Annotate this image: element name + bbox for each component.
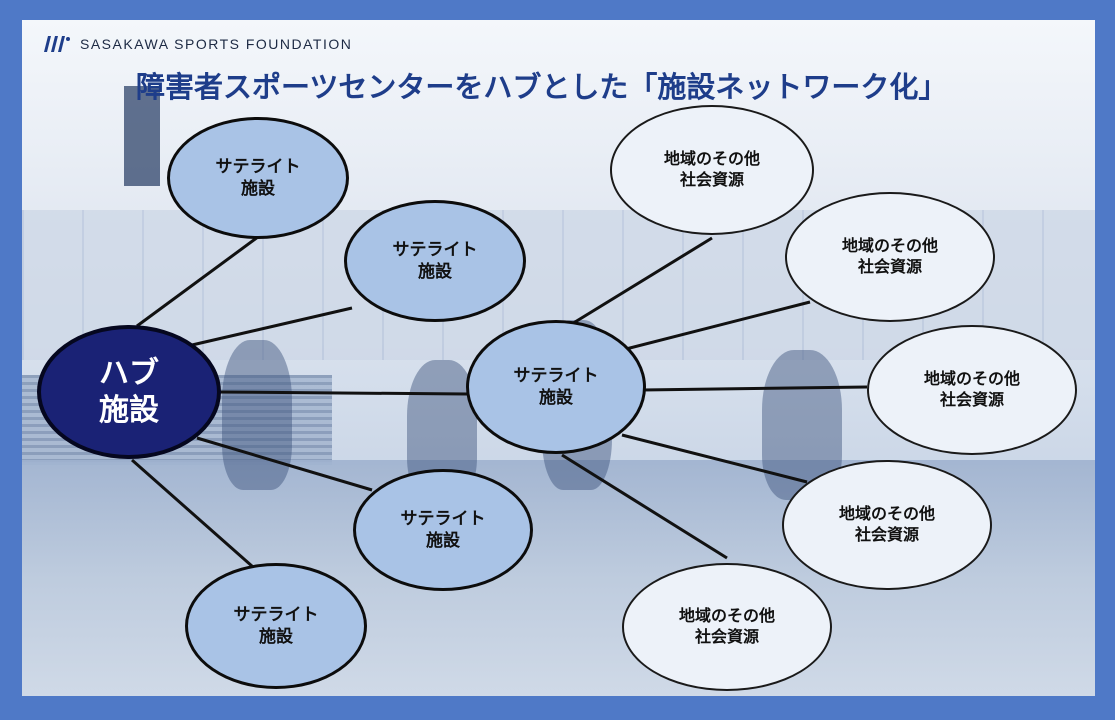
hub-label-line2: 施設 (99, 392, 159, 430)
connector-sat3-res2 (622, 302, 810, 350)
hub-label-line1: ハブ (99, 355, 159, 393)
regional-resource-node: 地域のその他 社会資源 (867, 325, 1077, 455)
regional-resource-node: 地域のその他 社会資源 (622, 563, 832, 691)
resource-label-line1: 地域のその他 (664, 149, 760, 170)
slide: SASAKAWA SPORTS FOUNDATION 障害者スポーツセンターをハ… (22, 20, 1095, 696)
regional-resource-node: 地域のその他 社会資源 (782, 460, 992, 590)
regional-resource-node: 地域のその他 社会資源 (610, 105, 814, 235)
resource-label-line2: 社会資源 (695, 627, 759, 648)
regional-resource-node: 地域のその他 社会資源 (785, 192, 995, 322)
resource-label-line1: 地域のその他 (679, 606, 775, 627)
satellite-facility-node: サテライト 施設 (185, 563, 367, 689)
satellite-label-line2: 施設 (259, 626, 293, 648)
connector-hub-sat2 (192, 308, 352, 345)
resource-label-line1: 地域のその他 (842, 236, 938, 257)
satellite-label-line2: 施設 (418, 261, 452, 283)
connector-sat3-res4 (622, 435, 807, 482)
connector-hub-sat5 (132, 460, 262, 575)
resource-label-line1: 地域のその他 (839, 504, 935, 525)
satellite-label-line1: サテライト (514, 365, 599, 387)
connector-sat3-res3 (642, 387, 867, 390)
satellite-label-line1: サテライト (216, 156, 301, 178)
resource-label-line1: 地域のその他 (924, 369, 1020, 390)
satellite-facility-node: サテライト 施設 (466, 320, 646, 454)
satellite-label-line1: サテライト (401, 508, 486, 530)
resource-label-line2: 社会資源 (855, 525, 919, 546)
satellite-facility-node: サテライト 施設 (353, 469, 533, 591)
connector-hub-sat4 (197, 438, 372, 490)
resource-label-line2: 社会資源 (680, 170, 744, 191)
satellite-label-line1: サテライト (393, 239, 478, 261)
resource-label-line2: 社会資源 (858, 257, 922, 278)
hub-facility-node: ハブ 施設 (37, 325, 221, 459)
connector-hub-sat1 (137, 234, 262, 326)
satellite-label-line1: サテライト (234, 604, 319, 626)
connector-hub-sat3 (217, 392, 467, 394)
connector-sat3-res1 (562, 238, 712, 330)
connector-sat3-res5 (562, 455, 727, 558)
satellite-label-line2: 施設 (241, 178, 275, 200)
satellite-facility-node: サテライト 施設 (167, 117, 349, 239)
satellite-label-line2: 施設 (426, 530, 460, 552)
satellite-label-line2: 施設 (539, 387, 573, 409)
satellite-facility-node: サテライト 施設 (344, 200, 526, 322)
resource-label-line2: 社会資源 (940, 390, 1004, 411)
